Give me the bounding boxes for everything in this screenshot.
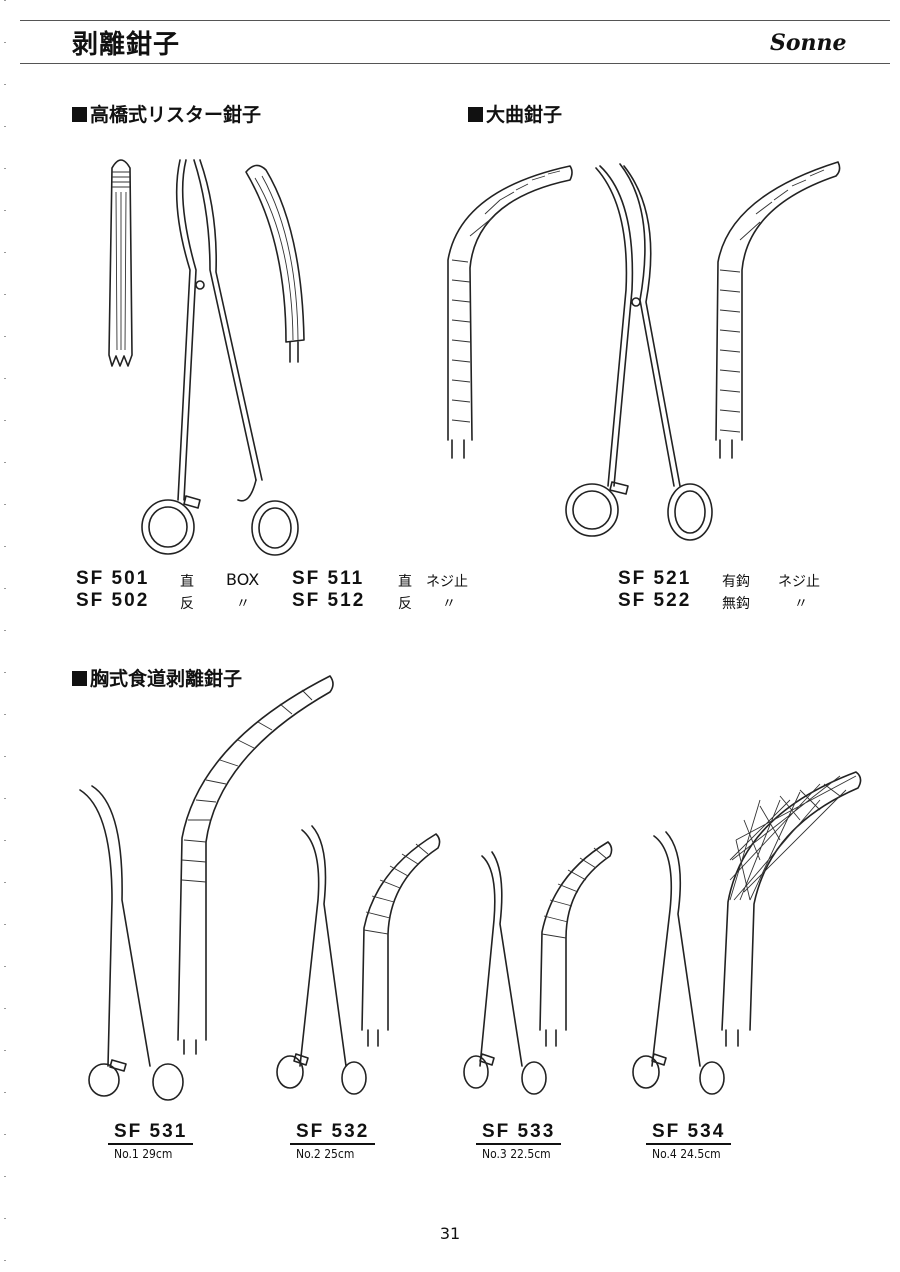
section-heading-big-curve: 大曲鉗子 <box>468 100 562 127</box>
product-type: 直 <box>398 574 412 590</box>
product-size: No.4 24.5cm <box>652 1147 721 1161</box>
forceps-sf531 <box>79 675 334 1101</box>
product-code: SF 502 <box>76 590 150 611</box>
big-curve-jaw-left <box>447 165 573 459</box>
page-title: 剥離鉗子 <box>72 30 181 60</box>
forceps-sf532 <box>276 825 441 1095</box>
section-title: 胸式食道剥離鉗子 <box>90 668 243 690</box>
big-curve-forceps <box>565 163 713 541</box>
product-code: SF 511 <box>292 568 365 589</box>
square-bullet-icon <box>468 107 483 122</box>
product-type: 有鈎 <box>722 574 750 590</box>
product-size: No.3 22.5cm <box>482 1147 551 1161</box>
header-rule <box>20 63 890 64</box>
product-row-sf511: SF 511 <box>292 568 364 590</box>
forceps-sf534 <box>632 771 862 1095</box>
product-type: 反 <box>398 596 412 612</box>
product-code: SF 522 <box>618 590 692 611</box>
section-title: 大曲鉗子 <box>486 104 563 126</box>
product-type: 直 <box>180 574 194 590</box>
product-joint: BOX <box>226 570 260 589</box>
product-row-sf521: SF 521 <box>618 568 691 590</box>
section-heading-chest: 胸式食道剥離鉗子 <box>72 664 242 691</box>
big-curve-jaw-right <box>715 161 841 459</box>
caption-sf534: SF 534 <box>646 1121 732 1145</box>
page-number: 31 <box>439 1224 461 1243</box>
product-joint: 〃 <box>442 596 456 612</box>
liston-straight-jaw-detail <box>108 159 133 367</box>
section-heading-liston: 高橋式リスター鉗子 <box>72 100 261 127</box>
product-type: 反 <box>180 596 194 612</box>
product-joint: 〃 <box>236 596 250 612</box>
caption-sf532: SF 532 <box>290 1121 376 1145</box>
product-code: SF 512 <box>292 590 366 611</box>
caption-sf533: SF 533 <box>476 1121 562 1145</box>
product-row-sf512: SF 512 <box>292 590 365 612</box>
product-code: SF 534 <box>646 1121 732 1145</box>
product-code: SF 501 <box>76 568 150 589</box>
product-code: SF 531 <box>108 1121 194 1145</box>
liston-forceps <box>141 159 299 556</box>
product-size: No.2 25cm <box>296 1147 355 1161</box>
top-rule <box>20 20 890 21</box>
binding-edge-dots <box>4 0 6 1272</box>
square-bullet-icon <box>72 107 87 122</box>
square-bullet-icon <box>72 671 87 686</box>
product-size: No.1 29cm <box>114 1147 173 1161</box>
product-joint: 〃 <box>794 596 808 612</box>
product-code: SF 533 <box>476 1121 562 1145</box>
product-type: 無鈎 <box>722 596 750 612</box>
product-code: SF 521 <box>618 568 692 589</box>
product-joint: ネジ止 <box>778 574 820 590</box>
section-title: 高橋式リスター鉗子 <box>90 104 262 126</box>
product-joint: ネジ止 <box>426 574 468 590</box>
product-code: SF 532 <box>290 1121 376 1145</box>
liston-curved-jaw-detail <box>245 164 305 363</box>
forceps-sf533 <box>463 841 613 1095</box>
caption-sf531: SF 531 <box>108 1121 194 1145</box>
brand-logo: Sonne <box>770 30 847 56</box>
product-row-sf502: SF 502 <box>76 590 149 612</box>
product-row-sf501: SF 501 <box>76 568 149 590</box>
product-row-sf522: SF 522 <box>618 590 691 612</box>
